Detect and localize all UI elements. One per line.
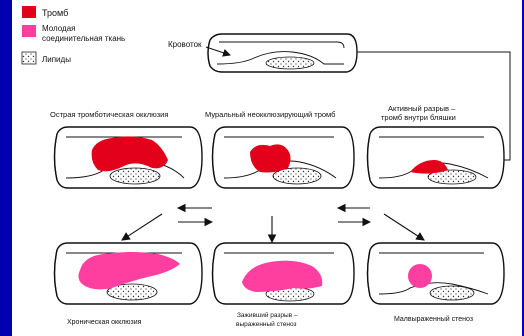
legend-label-connective-tissue-1: Молодая [42,24,76,33]
plaque-evolution-diagram: Тромб Молодая соединительная ткань Липид… [12,0,522,336]
caption-active-rupture-1: Активный разрыв – [388,104,456,113]
caption-healed-rupture-1: Заживший разрыв – [237,311,298,319]
legend-label-connective-tissue-2: соединительная ткань [42,34,125,43]
blood-flow-label: Кровоток [168,40,202,49]
caption-chronic-occlusion: Хроническая окклюзия [67,319,142,326]
diagram-panel: Тромб Молодая соединительная ткань Липид… [12,0,522,336]
caption-minor-stenosis: Малвыраженный стеноз [394,315,473,323]
legend-swatch-connective-tissue [22,25,36,37]
connective-tissue-minor [408,264,432,288]
legend-swatch-thrombus [22,6,36,18]
legend-label-lipids: Липиды [42,55,71,64]
legend-swatch-lipids [22,52,36,64]
legend: Тромб Молодая соединительная ткань Липид… [22,6,125,64]
vessel-healed-rupture [213,243,355,304]
lipid-core-top [266,57,314,69]
caption-mural-thrombus: Муральный неокклюзирующий тромб [205,110,335,119]
legend-label-thrombus: Тромб [42,8,68,18]
vessel-active-rupture [368,127,505,188]
caption-healed-rupture-2: выраженный стеноз [236,320,297,328]
caption-active-rupture-2: тромб внутри бляшки [381,113,456,122]
caption-acute-occlusion: Острая тромботическая окклюзия [50,110,168,119]
vessel-mural-thrombus [213,127,355,188]
vessel-acute-occlusion [55,127,203,188]
thrombus-mural [250,144,291,172]
vessel-minor-stenosis [368,243,505,304]
transition-arrows [122,208,424,242]
vessel-chronic-occlusion [55,243,203,304]
vessel-plaque-top [208,34,357,72]
